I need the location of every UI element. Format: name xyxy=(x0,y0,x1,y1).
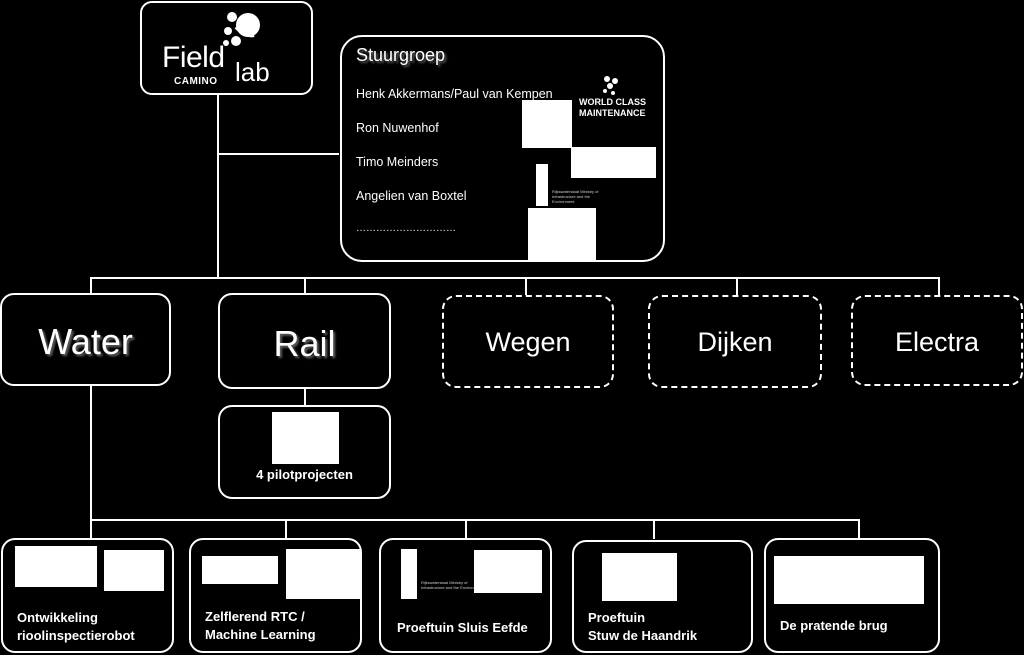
project-4-label-line2: Stuw de Haandrik xyxy=(588,628,698,643)
project-5-logo xyxy=(774,556,924,604)
logo-field-text: Field xyxy=(162,41,225,74)
connector-logo-down xyxy=(217,93,219,278)
rail-pilot-box: 4 pilotprojecten xyxy=(218,405,391,499)
domain-wegen-label: Wegen xyxy=(485,327,571,357)
domain-wegen-box: Wegen xyxy=(442,295,614,388)
steering-member-5: ………………………… xyxy=(356,223,456,234)
steering-member-4: Angelien van Boxtel xyxy=(356,189,467,203)
steering-member-3: Timo Meinders xyxy=(356,155,439,169)
wcm-logo-line2: MAINTENANCE xyxy=(579,108,646,118)
steering-title: Stuurgroep xyxy=(356,45,446,65)
connector-project-3 xyxy=(465,519,467,539)
connector-water xyxy=(90,277,92,294)
connector-project-5 xyxy=(858,519,860,539)
logo-camino-text: CAMINO xyxy=(174,76,218,87)
steering-group-box: Stuurgroep Henk Akkermans/Paul van Kempe… xyxy=(340,35,665,262)
connector-project-2 xyxy=(285,519,287,539)
project-1-box: Ontwikkeling rioolinspectierobot xyxy=(1,538,174,653)
domain-dijken-box: Dijken xyxy=(648,295,822,388)
connector-electra xyxy=(938,277,940,295)
project-3-rws-bar xyxy=(401,549,417,599)
connector-wegen xyxy=(525,277,527,295)
steering-member-1: Henk Akkermans/Paul van Kempen xyxy=(356,87,553,101)
project-2-logo-a xyxy=(202,556,278,584)
project-3-label-line1: Proeftuin Sluis Eefde xyxy=(397,620,528,635)
partner-logo-3 xyxy=(528,208,596,262)
connector-projects-bus xyxy=(90,519,860,521)
project-3-box: Rijkswaterstaat Ministry of Infrastructu… xyxy=(379,538,552,653)
connector-water-down xyxy=(90,386,92,520)
fieldlab-bubbles-icon xyxy=(223,12,260,46)
partner-logo-1 xyxy=(522,100,572,148)
connector-project-1 xyxy=(90,519,92,539)
project-1-label-line2: rioolinspectierobot xyxy=(17,628,135,643)
domain-dijken-label: Dijken xyxy=(697,327,773,357)
rws-logo-text: Rijkswaterstaat Ministry of Infrastructu… xyxy=(552,189,599,204)
project-5-label-line1: De pratende brug xyxy=(780,618,888,633)
project-2-label-line1: Zelflerend RTC / xyxy=(205,609,305,624)
project-3-rws-text: Rijkswaterstaat Ministry of Infrastructu… xyxy=(421,580,483,590)
wcm-logo-line1: WORLD CLASS xyxy=(579,97,646,107)
steering-member-2: Ron Nuwenhof xyxy=(356,121,439,135)
rws-logo-bar xyxy=(536,164,548,206)
project-5-box: De pratende brug xyxy=(764,538,940,653)
project-2-box: Zelflerend RTC / Machine Learning xyxy=(189,538,362,653)
project-4-logo xyxy=(602,553,677,601)
project-4-box: Proeftuin Stuw de Haandrik xyxy=(572,540,753,653)
project-1-logo-a xyxy=(15,546,97,587)
rail-pilot-logo xyxy=(272,412,339,464)
project-1-label-line1: Ontwikkeling xyxy=(17,610,98,625)
domain-electra-box: Electra xyxy=(851,295,1023,386)
connector-rail xyxy=(304,277,306,294)
rail-pilot-label: 4 pilotprojecten xyxy=(256,467,353,482)
logo-lab-text: lab xyxy=(235,57,270,87)
partner-logo-2 xyxy=(571,147,656,178)
project-2-logo-b xyxy=(286,549,360,599)
wcm-logo-icon xyxy=(603,76,618,95)
domain-rail-label: Rail xyxy=(273,323,336,364)
project-3-logo xyxy=(474,550,542,593)
connector-domains-bus xyxy=(90,277,940,279)
connector-dijken xyxy=(736,277,738,295)
connector-logo-steering xyxy=(217,153,339,155)
connector-rail-sub xyxy=(304,388,306,406)
connector-project-4 xyxy=(653,519,655,539)
domain-water-label: Water xyxy=(38,321,133,362)
project-2-label-line2: Machine Learning xyxy=(205,627,316,642)
domain-electra-label: Electra xyxy=(894,327,980,357)
project-4-label-line1: Proeftuin xyxy=(588,610,646,625)
domain-rail-box: Rail xyxy=(218,293,391,389)
project-1-logo-b xyxy=(104,550,164,591)
fieldlab-logo-box: Field lab CAMINO xyxy=(140,1,313,95)
domain-water-box: Water xyxy=(0,293,171,386)
